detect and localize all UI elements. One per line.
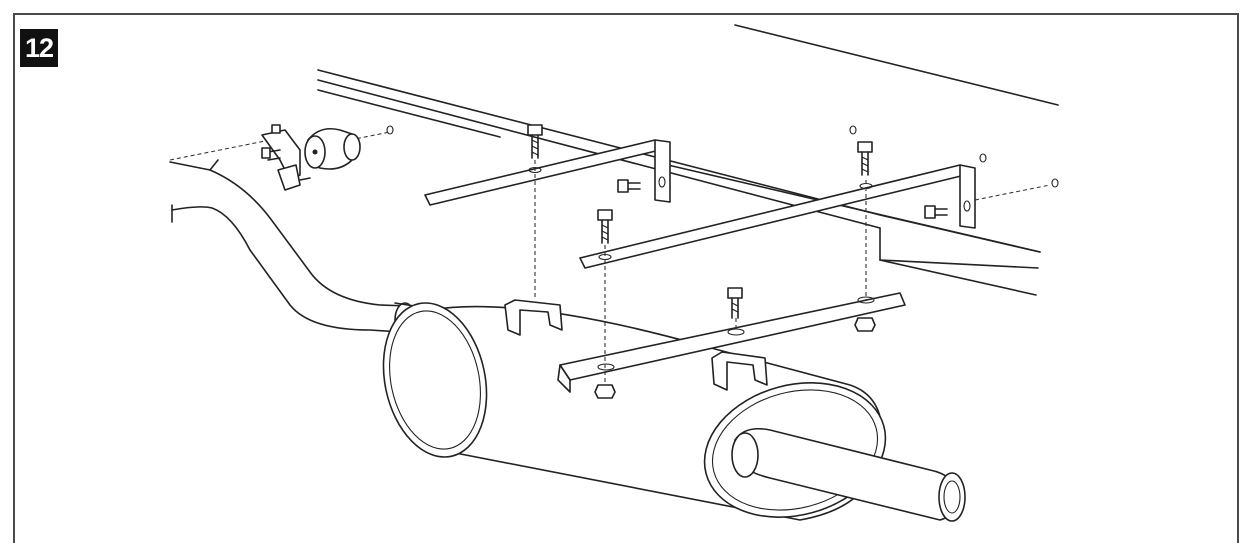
washer-icon: [1051, 178, 1059, 188]
washer-icon: [849, 125, 857, 135]
upper-bracket-rear: [579, 164, 976, 269]
bolt-icon: [924, 205, 948, 219]
exhaust-pipe: [169, 159, 441, 338]
washer-icon: [979, 153, 987, 163]
bolt-icon: [597, 209, 613, 244]
muffler: [382, 302, 966, 522]
chassis-rails: [317, 24, 1059, 296]
lower-bracket: [557, 292, 906, 393]
washer-icon: [386, 125, 394, 135]
nut-icon: [594, 384, 616, 399]
bolt-icon: [527, 124, 543, 159]
bolt-icon: [727, 287, 743, 319]
bolt-icon: [857, 141, 873, 176]
muffler-mount-clips: [504, 299, 768, 391]
upper-bracket-front: [424, 139, 671, 206]
step-number-badge: 12: [20, 29, 58, 67]
nuts: [386, 125, 1059, 399]
rubber-hanger: [261, 124, 361, 191]
nut-icon: [854, 317, 876, 332]
bolts: [527, 124, 948, 319]
bolt-icon: [617, 179, 641, 193]
assembly-guide-lines: [169, 131, 1051, 385]
